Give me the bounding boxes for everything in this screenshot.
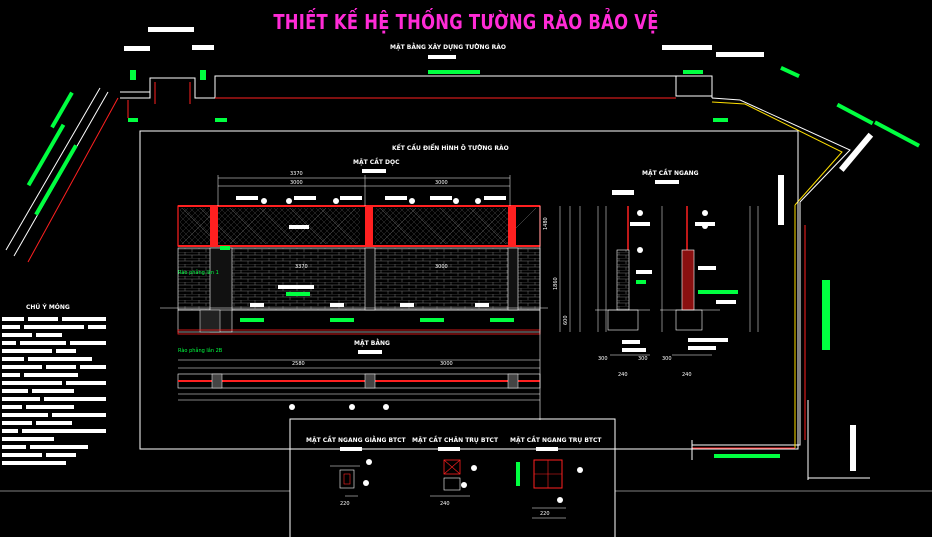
cross-section-1 [595,190,652,352]
plan-annotations [26,65,921,458]
note-level-2: Rào phẳng lần 2B [178,346,223,354]
plan-title: MẶT BẰNG XÂY DỰNG TƯỜNG RÀO [390,43,506,51]
dim-section-2: 300 [638,356,648,362]
elevation-dimensions [217,175,581,332]
detail2-drawing [430,447,477,497]
dim-section-1: 300 [598,356,608,362]
dim-detail-1: 220 [340,501,350,507]
detail3-drawing [516,447,583,519]
dim-section-5: 240 [682,372,692,378]
fence-elevation [160,205,548,335]
dim-section-3: 300 [662,356,672,362]
details-frame [289,418,616,537]
section-dimensions [597,206,759,356]
dim-wall-2: 3000 [435,264,448,270]
dim-height-2: 1860 [553,277,559,290]
notes-table [2,317,106,465]
drawing-title: THIẾT KẾ HỆ THỐNG TƯỜNG RÀO BẢO VỆ [273,10,659,34]
notes-title: CHÚ Ý MÓNG [26,304,70,311]
site-plan-outline [5,75,870,480]
detail-frame [139,130,799,450]
plan-scale [428,55,456,59]
dim-height-1: 1480 [543,217,549,230]
dim-plan-2: 3000 [440,361,453,367]
structure-title: KẾT CẤU ĐIỂN HÌNH Ô TƯỜNG RÀO [392,144,509,152]
plan-view-strip [177,206,541,420]
dim-detail-3: 220 [540,511,550,517]
elevation-title: MẶT CẮT DỌC [353,158,400,166]
dim-height-3: 600 [563,315,569,325]
detail2-title: MẶT CẮT CHÂN TRỤ BTCT [412,436,499,444]
dim-plan-1: 2580 [292,361,305,367]
detail1-drawing [330,447,372,497]
dim-span-2: 3000 [290,180,303,186]
plan-labels [124,27,874,471]
dim-section-4: 240 [618,372,628,378]
section-title: MẶT CẮT NGANG [642,169,699,177]
detail1-title: MẶT CẮT NGANG GIẰNG BTCT [306,436,407,444]
cross-section-2 [660,206,738,350]
dim-wall-1: 3370 [295,264,308,270]
dim-span-1: 3370 [290,171,303,177]
elevation-callouts [220,196,514,322]
detail3-title: MẶT CẮT NGANG TRỤ BTCT [510,436,602,444]
dim-span-3: 3000 [435,180,448,186]
dim-detail-2: 240 [440,501,450,507]
plan-view-title: MẶT BẰNG [354,339,390,347]
note-level-1: Rào phẳng lần 1 [178,268,219,276]
